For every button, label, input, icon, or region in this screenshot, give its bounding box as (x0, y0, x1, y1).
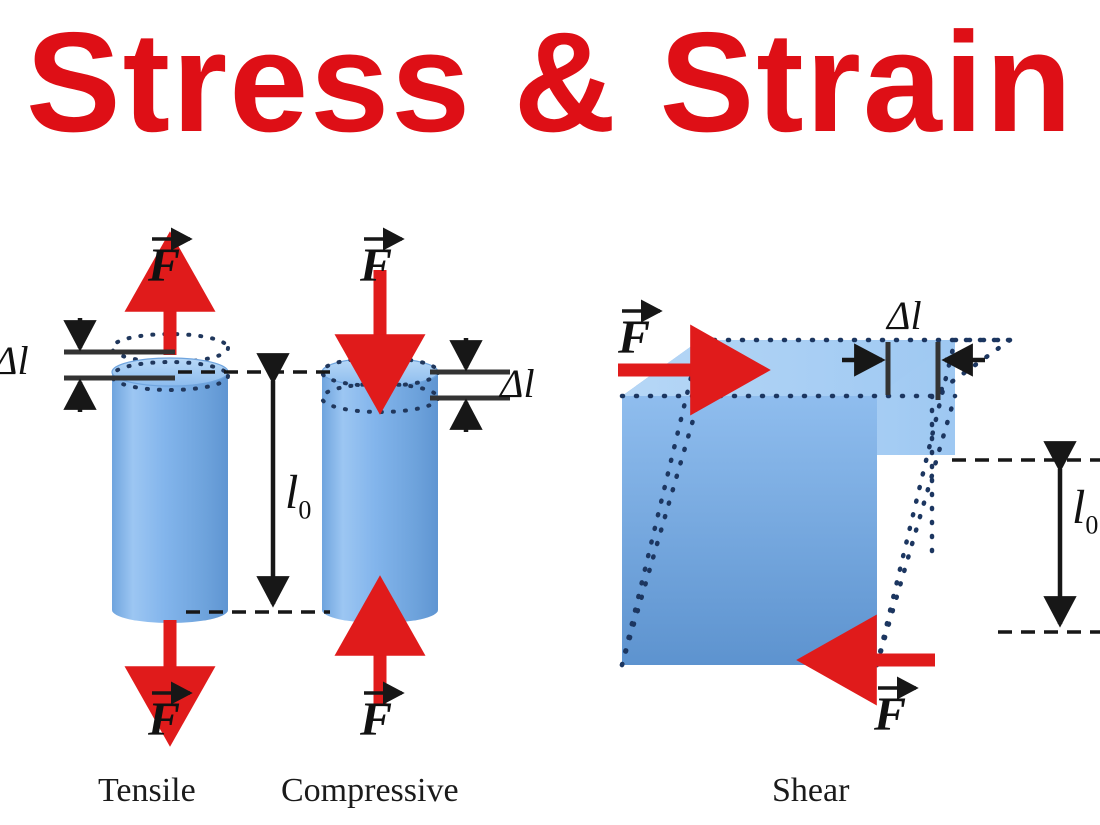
shear-block (618, 324, 1013, 706)
compressive-force-label-bottom: F (360, 693, 393, 746)
shear-l0-subscript: 0 (1085, 510, 1099, 540)
shear-l0-letter: l (1072, 481, 1086, 534)
shear-block-front-face (622, 396, 877, 665)
cylinder-l0-dimension (178, 353, 330, 614)
shear-l0-label: l0 (1072, 480, 1098, 541)
compressive-cylinder (320, 270, 440, 706)
shear-force-label-bottom: F (874, 688, 907, 741)
tensile-body (112, 372, 228, 623)
caption-compressive: Compressive (281, 772, 459, 809)
compressive-body (322, 372, 438, 623)
shear-deformed-outline (619, 337, 1013, 668)
tensile-force-label-bottom: F (148, 693, 181, 746)
tensile-delta-dimension (63, 318, 175, 412)
shear-delta-dimension (842, 342, 985, 400)
f-vector-arrows (152, 227, 919, 705)
compressive-delta-dimension (430, 338, 510, 432)
tensile-force-label-top: F (148, 239, 181, 292)
shear-force-label-top: F (618, 311, 651, 364)
cylinder-l0-letter: l (285, 466, 299, 519)
caption-shear: Shear (772, 772, 850, 809)
page-title: Stress & Strain (25, 3, 1075, 162)
compressive-force-label-top: F (360, 239, 393, 292)
tensile-delta-label: Δl (0, 338, 29, 383)
cylinder-l0-subscript: 0 (298, 495, 312, 525)
tensile-cylinder (110, 231, 230, 747)
shear-delta-label: Δl (887, 293, 922, 338)
cylinder-l0-label: l0 (285, 465, 311, 526)
shear-l0-dimension (952, 441, 1100, 634)
tensile-cap-rim (110, 360, 230, 392)
compressive-delta-label: Δl (500, 361, 535, 406)
caption-tensile: Tensile (98, 772, 196, 809)
